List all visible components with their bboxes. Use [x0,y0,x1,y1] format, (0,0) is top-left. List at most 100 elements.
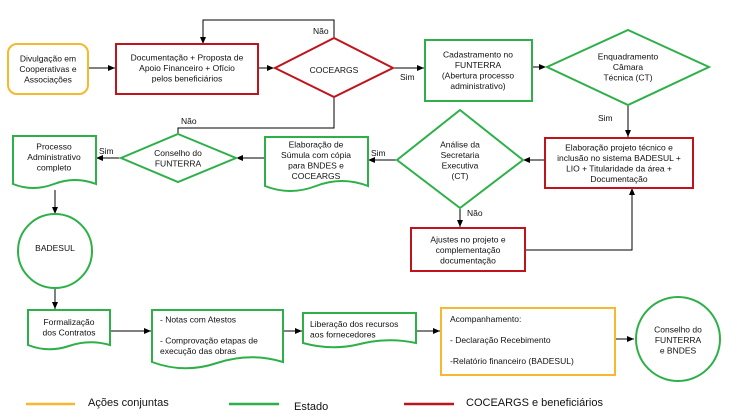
conselho_final-line-2: e BNDES [660,346,697,356]
conselho_final-line-0: Conselho do [654,325,702,335]
edge-labels: Não Sim Sim Sim Não Não Sim [99,26,613,218]
ajustes-line-2: documentação [440,256,496,266]
formalizacao-line-1: dos Contratos [43,327,96,337]
legend-label-acoes-conjuntas: Ações conjuntas [88,397,169,409]
edge-label-sim-conselho: Sim [99,146,114,156]
legend: Ações conjuntas Estado COCEARGS e benefi… [26,397,603,413]
analise-line-3: (CT) [452,171,469,181]
elaboracao_sumula-line-2: para BNDES e [288,160,344,170]
node-analise [395,108,525,210]
conselho_funterra-line-1: FUNTERRA [155,158,202,168]
divulgacao-line-0: Divulgação em [20,54,76,64]
node-coceargs-decision [272,36,396,99]
edge-label-sim-analise: Sim [371,148,386,158]
cadastramento-line-2: (Abertura processo [442,70,515,80]
conselho_funterra-line-0: Conselho do [154,148,202,158]
acompanhamento-line-4: -Relatório financeiro (BADESUL) [450,356,574,366]
edge-label-sim-enquadramento: Sim [598,113,613,123]
liberacao-line-0: Liberação dos recursos [310,319,398,329]
analise-line-0: Análise da [440,139,480,149]
acompanhamento-line-0: Acompanhamento: [450,314,521,324]
enquadramento-line-1: Câmara [613,62,644,72]
elaboracao_projeto-line-0: Elaboração projeto técnico e [565,142,673,152]
edge-label-nao-conselho: Não [181,116,197,126]
processo-line-0: Processo [36,142,72,152]
node-enquadramento [544,28,712,107]
processo-line-1: Administrativo [27,152,81,162]
edge-coceargs-nao-loop [200,19,335,44]
acompanhamento-line-2: - Declaração Recebimento [450,335,551,345]
node-notas [151,309,284,370]
legend-label-coceargs: COCEARGS e beneficiários [466,397,603,409]
elaboracao_projeto-line-1: inclusão no sistema BADESUL + [557,153,681,163]
elaboracao_projeto-line-3: Documentação [590,174,647,184]
node-divulgacao [7,43,89,95]
node-acompanhamento-text: Acompanhamento: - Declaração Recebimento -… [450,314,574,366]
badesul-line-0: BADESUL [35,243,75,253]
elaboracao_sumula-line-1: Súmula com cópia [281,150,351,160]
ajustes-line-1: complementação [436,245,501,255]
node-notas-text: - Notas com Atestos - Comprovação etapas … [160,314,258,356]
node-badesul [17,213,93,289]
node-conselho-final [635,296,721,382]
cadastramento-line-3: administrativo) [450,81,505,91]
formalizacao-line-0: Formalização [43,317,94,327]
enquadramento-line-0: Enquadramento [598,52,659,62]
node-elaboracao-sumula [264,136,369,192]
divulgacao-line-2: Associações [24,75,72,85]
conselho_final-line-1: FUNTERRA [655,335,702,345]
node-cadastramento [424,39,533,102]
liberacao-line-1: aos fornecedores [310,329,376,339]
edge-label-nao-top: Não [313,26,329,36]
notas-line-3: execução das obras [160,346,236,356]
analise-line-1: Secretaria [441,150,480,160]
node-conselho-funterra [118,132,239,184]
node-elaboracao-projeto [544,137,694,189]
elaboracao_sumula-line-3: COCEARGS [292,171,341,181]
node-acompanhamento [440,307,616,376]
processo-line-2: completo [37,163,72,173]
node-ajustes [410,227,526,272]
edge-ajustes-elaboracao [525,188,635,251]
cadastramento-line-1: FUNTERRA [455,60,502,70]
divulgacao-line-1: Cooperativas e [19,64,76,74]
coceargs_decision-line-0: COCEARGS [310,65,359,75]
cadastramento-line-0: Cadastramento no [443,49,513,59]
node-processo [12,135,97,189]
analise-line-2: Executiva [442,160,479,170]
edge-label-nao-analise: Não [467,208,483,218]
node-liberacao [302,312,417,349]
node-coceargs-decision-text: COCEARGS [310,65,359,75]
documentacao-line-2: pelos beneficiários [152,74,222,84]
elaboracao_sumula-line-0: Elaboração de [289,139,344,149]
legend-label-estado: Estado [294,401,328,413]
elaboracao_projeto-line-2: LIO + Titularidade da área + [566,163,672,173]
notas-line-0: - Notas com Atestos [160,314,236,324]
node-documentacao [115,43,259,95]
documentacao-line-0: Documentação + Proposta de [131,53,244,63]
node-formalizacao [27,309,111,351]
connectors [52,19,635,342]
documentacao-line-1: Apoio Financeiro + Ofício [139,63,235,73]
notas-line-2: - Comprovação etapas de [160,335,258,345]
edge-label-sim-coceargs: Sim [400,72,415,82]
edge-conselho-coceargs [177,97,335,134]
node-badesul-text: BADESUL [35,243,75,253]
ajustes-line-0: Ajustes no projeto e [430,235,505,245]
enquadramento-line-2: Técnica (CT) [603,73,652,83]
